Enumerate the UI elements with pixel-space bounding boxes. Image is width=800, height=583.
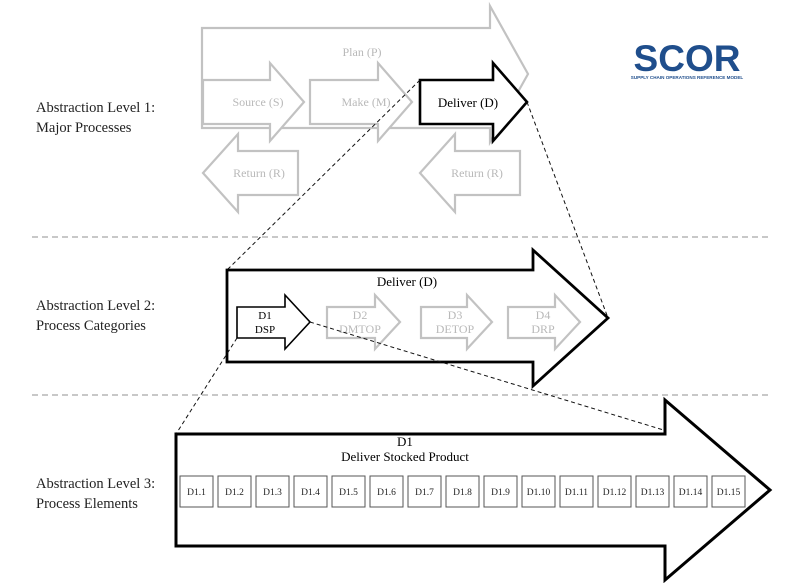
element-box (179, 475, 214, 508)
zoom-line-l1-right (526, 101, 609, 319)
element-box (407, 475, 442, 508)
level1-label-line2: Major Processes (36, 120, 132, 136)
element-box (255, 475, 290, 508)
zoom-line-l1-left (226, 79, 421, 271)
plan-label: Plan (P) (343, 45, 382, 59)
element-box (559, 475, 594, 508)
element-label: D1.3 (263, 488, 282, 498)
level1-label-line1: Abstraction Level 1: (36, 100, 155, 116)
element-box (673, 475, 708, 508)
element-label: D1.1 (187, 488, 206, 498)
element-box (483, 475, 518, 508)
element-label: D1.8 (453, 488, 472, 498)
scor-logo-tagline: SUPPLY CHAIN OPERATIONS REFERENCE MODEL (631, 75, 744, 80)
category-d3-name: DETOP (436, 322, 475, 336)
element-box (635, 475, 670, 508)
element-box (597, 475, 632, 508)
deliver-label: Deliver (D) (438, 95, 498, 110)
element-label: D1.5 (339, 488, 358, 498)
return-left-label: Return (R) (233, 166, 285, 180)
element-group-code: D1 (397, 434, 413, 449)
category-d4-name: DRP (531, 322, 555, 336)
deliver-category-arrow (225, 246, 611, 390)
element-label: D1.12 (603, 488, 627, 498)
element-label: D1.2 (225, 488, 244, 498)
element-label: D1.6 (377, 488, 396, 498)
category-d2-code: D2 (353, 308, 368, 322)
level2-label-line2: Process Categories (36, 318, 146, 334)
category-d4-arrow (506, 292, 582, 352)
make-arrow (308, 60, 414, 144)
element-box (445, 475, 480, 508)
category-d2-arrow (325, 292, 402, 352)
return-right-label: Return (R) (451, 166, 503, 180)
element-label: D1.13 (641, 488, 665, 498)
scor-logo-text: SCOR (634, 38, 741, 79)
return-right-arrow (418, 131, 522, 215)
element-label: D1.9 (491, 488, 510, 498)
element-label: D1.10 (527, 488, 551, 498)
deliver-arrow (418, 59, 529, 145)
element-box (217, 475, 252, 508)
element-box (521, 475, 556, 508)
make-label: Make (M) (342, 95, 391, 109)
level2-label-line1: Abstraction Level 2: (36, 298, 155, 314)
category-d3-arrow (419, 292, 494, 352)
element-label: D1.4 (301, 488, 320, 498)
source-label: Source (S) (233, 95, 284, 109)
level3-label-line2: Process Elements (36, 496, 138, 512)
source-arrow (201, 60, 306, 144)
category-d1-name: DSP (255, 324, 275, 336)
category-d2-name: DMTOP (339, 322, 381, 336)
category-d3-code: D3 (448, 308, 463, 322)
category-d1-code: D1 (258, 310, 271, 322)
element-label: D1.7 (415, 488, 434, 498)
element-label: D1.14 (679, 488, 703, 498)
element-box (369, 475, 404, 508)
element-label: D1.11 (565, 488, 588, 498)
element-box (711, 475, 746, 508)
category-d1-arrow (236, 292, 312, 352)
category-d4-code: D4 (536, 308, 551, 322)
return-left-arrow (201, 131, 300, 215)
element-group-title: Deliver Stocked Product (341, 449, 469, 464)
element-box (293, 475, 328, 508)
level3-label-line1: Abstraction Level 3: (36, 476, 155, 492)
deliver-category-title: Deliver (D) (377, 274, 437, 289)
zoom-line-l2-left (175, 337, 238, 435)
element-box (331, 475, 366, 508)
element-label: D1.15 (717, 488, 741, 498)
process-elements: D1.1 D1.2 D1.3 D1.4 D1.5 D1.6 D1.7 D1.8 … (179, 475, 746, 508)
